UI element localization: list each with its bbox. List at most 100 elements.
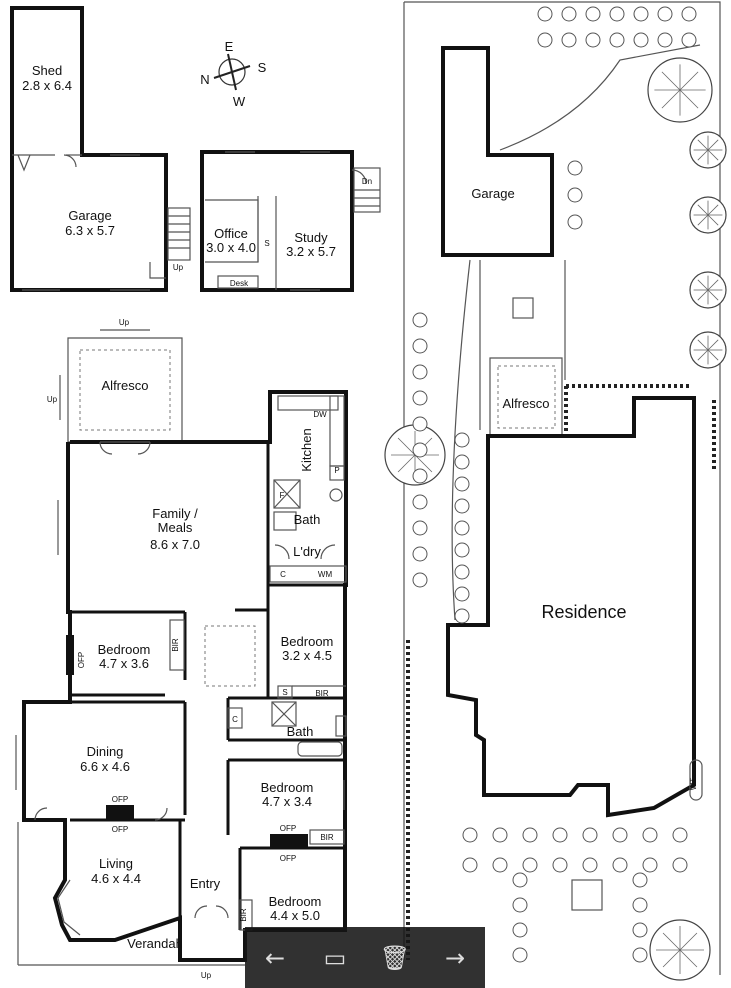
wt-label: WT	[689, 778, 698, 791]
shrub-icon	[567, 214, 583, 230]
compass: E N S W	[200, 39, 266, 109]
shrub-icon	[454, 498, 470, 514]
shrub-icon	[412, 572, 428, 588]
shrub-icon	[561, 6, 577, 22]
shrub-icon	[552, 827, 568, 843]
shrub-icon	[412, 520, 428, 536]
shrub-icon	[454, 432, 470, 448]
shrub-icon	[585, 32, 601, 48]
previous-arrow-icon[interactable]: ←	[264, 943, 286, 972]
shrub-icon	[412, 442, 428, 458]
ofp3-label: OFP	[280, 824, 296, 833]
shrub-icon	[412, 312, 428, 328]
shrub-icon	[567, 187, 583, 203]
shrub-icon	[412, 390, 428, 406]
shrub-icon	[609, 6, 625, 22]
shrub-icon	[412, 416, 428, 432]
shrub-icon	[537, 32, 553, 48]
bath2-label: Bath	[287, 724, 314, 739]
ofp1-label: OFP	[77, 652, 86, 668]
site-garage-label: Garage	[471, 186, 514, 201]
ofp-dining-label: OFP	[112, 795, 128, 804]
living-label: Living	[99, 856, 133, 871]
compass-n: N	[200, 72, 209, 87]
bedroom3-label: Bedroom	[261, 780, 314, 795]
shrub-icon	[612, 857, 628, 873]
shrub-icon	[454, 564, 470, 580]
bir1-label: BIR	[171, 638, 180, 652]
bir4-label: BIR	[239, 908, 248, 922]
shrub-icon	[657, 32, 673, 48]
desk-label: Desk	[230, 279, 249, 288]
office-label: Office	[214, 226, 248, 241]
bedroom4-size: 4.4 x 5.0	[270, 908, 320, 923]
site-alfresco-label: Alfresco	[503, 396, 550, 411]
compass-w: W	[233, 94, 246, 109]
next-arrow-icon[interactable]: →	[444, 943, 466, 972]
bedroom4-label: Bedroom	[269, 894, 322, 909]
pantry-label: P	[334, 466, 339, 475]
shrub-icon	[512, 947, 528, 963]
shrub-icon	[492, 827, 508, 843]
shrub-icon	[462, 857, 478, 873]
bath2-c-label: C	[232, 715, 238, 724]
shrub-icon	[462, 827, 478, 843]
shrub-icon	[633, 6, 649, 22]
shrub-icon	[454, 476, 470, 492]
shed-garage-building: Shed 2.8 x 6.4 Garage 6.3 x 5.7 Up	[10, 6, 191, 292]
shrub-icon	[632, 922, 648, 938]
bath1-label: Bath	[294, 512, 321, 527]
shrub-icon	[522, 857, 538, 873]
shrub-icon	[632, 872, 648, 888]
shrub-icon	[454, 542, 470, 558]
shrub-icon	[609, 32, 625, 48]
delete-icon[interactable]: 🗑	[379, 943, 411, 972]
shrub-icon	[492, 857, 508, 873]
shrub-icon	[632, 947, 648, 963]
ldry-c-label: C	[280, 570, 286, 579]
wm-label: WM	[318, 570, 333, 579]
shrub-icon	[582, 827, 598, 843]
office-study-building: Office 3.0 x 4.0 Study 3.2 x 5.7 Desk S …	[200, 150, 381, 292]
shrub-icon	[537, 6, 553, 22]
bedroom1-label: Bedroom	[98, 642, 151, 657]
kitchen-label: Kitchen	[299, 428, 314, 471]
office-s-label: S	[264, 239, 269, 248]
verandah-label: Verandah	[127, 936, 183, 951]
comment-icon[interactable]: ▭	[323, 943, 347, 972]
verandah-up-label: Up	[201, 971, 212, 980]
family-size: 8.6 x 7.0	[150, 537, 200, 552]
shrub-icon	[672, 857, 688, 873]
shrub-icon	[552, 857, 568, 873]
shrub-icon	[612, 827, 628, 843]
residence-label: Residence	[541, 602, 626, 622]
landscape-trees	[384, 6, 727, 981]
compass-s: S	[258, 60, 267, 75]
shrub-icon	[567, 160, 583, 176]
shrub-icon	[454, 520, 470, 536]
bedroom1-size: 4.7 x 3.6	[99, 656, 149, 671]
shrub-icon	[454, 608, 470, 624]
shrub-icon	[585, 6, 601, 22]
shrub-icon	[512, 872, 528, 888]
shrub-icon	[412, 338, 428, 354]
ldry-label: L'dry	[293, 544, 321, 559]
shrub-icon	[522, 827, 538, 843]
shrub-icon	[681, 32, 697, 48]
bedroom2-size: 3.2 x 4.5	[282, 648, 332, 663]
main-house: Up Up Alfresco	[15, 318, 348, 980]
dining-size: 6.6 x 4.6	[80, 759, 130, 774]
living-size: 4.6 x 4.4	[91, 871, 141, 886]
office-size: 3.0 x 4.0	[206, 240, 256, 255]
alfresco-up-top: Up	[119, 318, 130, 327]
shrub-icon	[412, 364, 428, 380]
shrub-icon	[632, 897, 648, 913]
bir3-label: BIR	[320, 833, 334, 842]
shrub-icon	[454, 454, 470, 470]
shrub-icon	[412, 546, 428, 562]
shrub-icon	[454, 586, 470, 602]
fridge-label: F	[280, 491, 285, 500]
compass-e: E	[225, 39, 234, 54]
shed-size: 2.8 x 6.4	[22, 78, 72, 93]
